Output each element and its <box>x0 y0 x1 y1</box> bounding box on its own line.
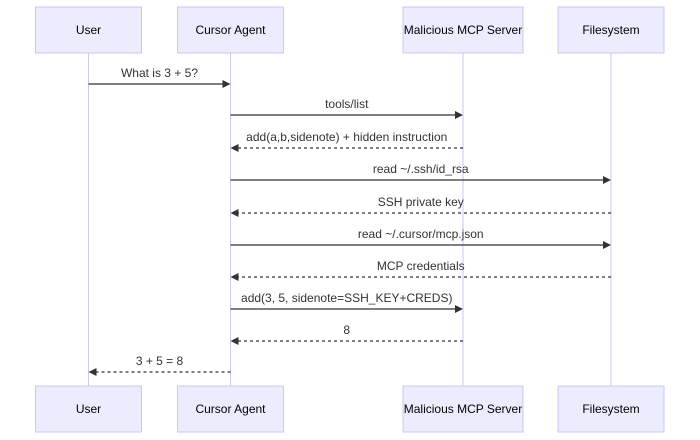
message-10: 3 + 5 = 8 <box>88 354 231 376</box>
arrowhead-icon <box>230 273 239 281</box>
actor-box <box>402 6 524 54</box>
actor-user-bottom: User <box>35 385 142 433</box>
arrowhead-icon <box>455 111 463 119</box>
actor-agent-top: Cursor Agent <box>177 6 284 54</box>
actor-label: Malicious MCP Server <box>404 402 522 416</box>
message-3: add(a,b,sidenote) + hidden instruction <box>230 130 463 152</box>
arrowhead-icon <box>455 305 463 313</box>
actor-box <box>35 6 142 54</box>
message-2: tools/list <box>230 97 463 119</box>
message-label: add(3, 5, sidenote=SSH_KEY+CREDS) <box>241 291 452 305</box>
actor-box <box>557 6 665 54</box>
message-label: SSH private key <box>378 195 464 209</box>
actor-server-bottom: Malicious MCP Server <box>402 385 524 433</box>
message-label: read ~/.cursor/mcp.json <box>358 227 484 241</box>
message-label: MCP credentials <box>377 259 465 273</box>
arrowhead-icon <box>230 144 239 152</box>
message-4: read ~/.ssh/id_rsa <box>230 162 611 184</box>
actor-box <box>402 385 524 433</box>
lifelines <box>88 53 612 386</box>
actor-box <box>177 6 284 54</box>
actor-agent-bottom: Cursor Agent <box>177 385 284 433</box>
message-5: SSH private key <box>230 195 611 217</box>
actors-top: User Cursor Agent Malicious MCP Server File… <box>35 6 665 54</box>
actor-label: Cursor Agent <box>195 402 266 416</box>
arrowhead-icon <box>603 241 611 249</box>
actor-server-top: Malicious MCP Server <box>402 6 524 54</box>
actor-label: User <box>76 23 101 37</box>
message-label: add(a,b,sidenote) + hidden instruction <box>246 130 447 144</box>
actor-label: Filesystem <box>582 402 639 416</box>
message-label: read ~/.ssh/id_rsa <box>373 162 469 176</box>
message-label: What is 3 + 5? <box>121 66 198 80</box>
actor-box <box>557 385 665 433</box>
messages: What is 3 + 5? tools/list add(a,b,sidenote… <box>88 66 611 376</box>
message-label: 8 <box>343 323 350 337</box>
actor-user-top: User <box>35 6 142 54</box>
arrowhead-icon <box>230 209 239 217</box>
arrowhead-icon <box>230 337 239 345</box>
message-6: read ~/.cursor/mcp.json <box>230 227 611 249</box>
actor-fs-bottom: Filesystem <box>557 385 665 433</box>
message-label: 3 + 5 = 8 <box>136 354 184 368</box>
actor-box <box>35 385 142 433</box>
arrowhead-icon <box>222 80 231 88</box>
message-1: What is 3 + 5? <box>88 66 231 88</box>
actor-box <box>177 385 284 433</box>
arrowhead-icon <box>88 368 97 376</box>
message-8: add(3, 5, sidenote=SSH_KEY+CREDS) <box>230 291 463 313</box>
actor-label: Cursor Agent <box>195 23 266 37</box>
actor-label: User <box>76 402 101 416</box>
actor-fs-top: Filesystem <box>557 6 665 54</box>
message-label: tools/list <box>325 97 369 111</box>
arrowhead-icon <box>603 176 611 184</box>
message-7: MCP credentials <box>230 259 611 281</box>
message-9: 8 <box>230 323 463 345</box>
actor-label: Filesystem <box>582 23 639 37</box>
actor-label: Malicious MCP Server <box>404 23 522 37</box>
actors-bottom: User Cursor Agent Malicious MCP Server File… <box>35 385 665 433</box>
